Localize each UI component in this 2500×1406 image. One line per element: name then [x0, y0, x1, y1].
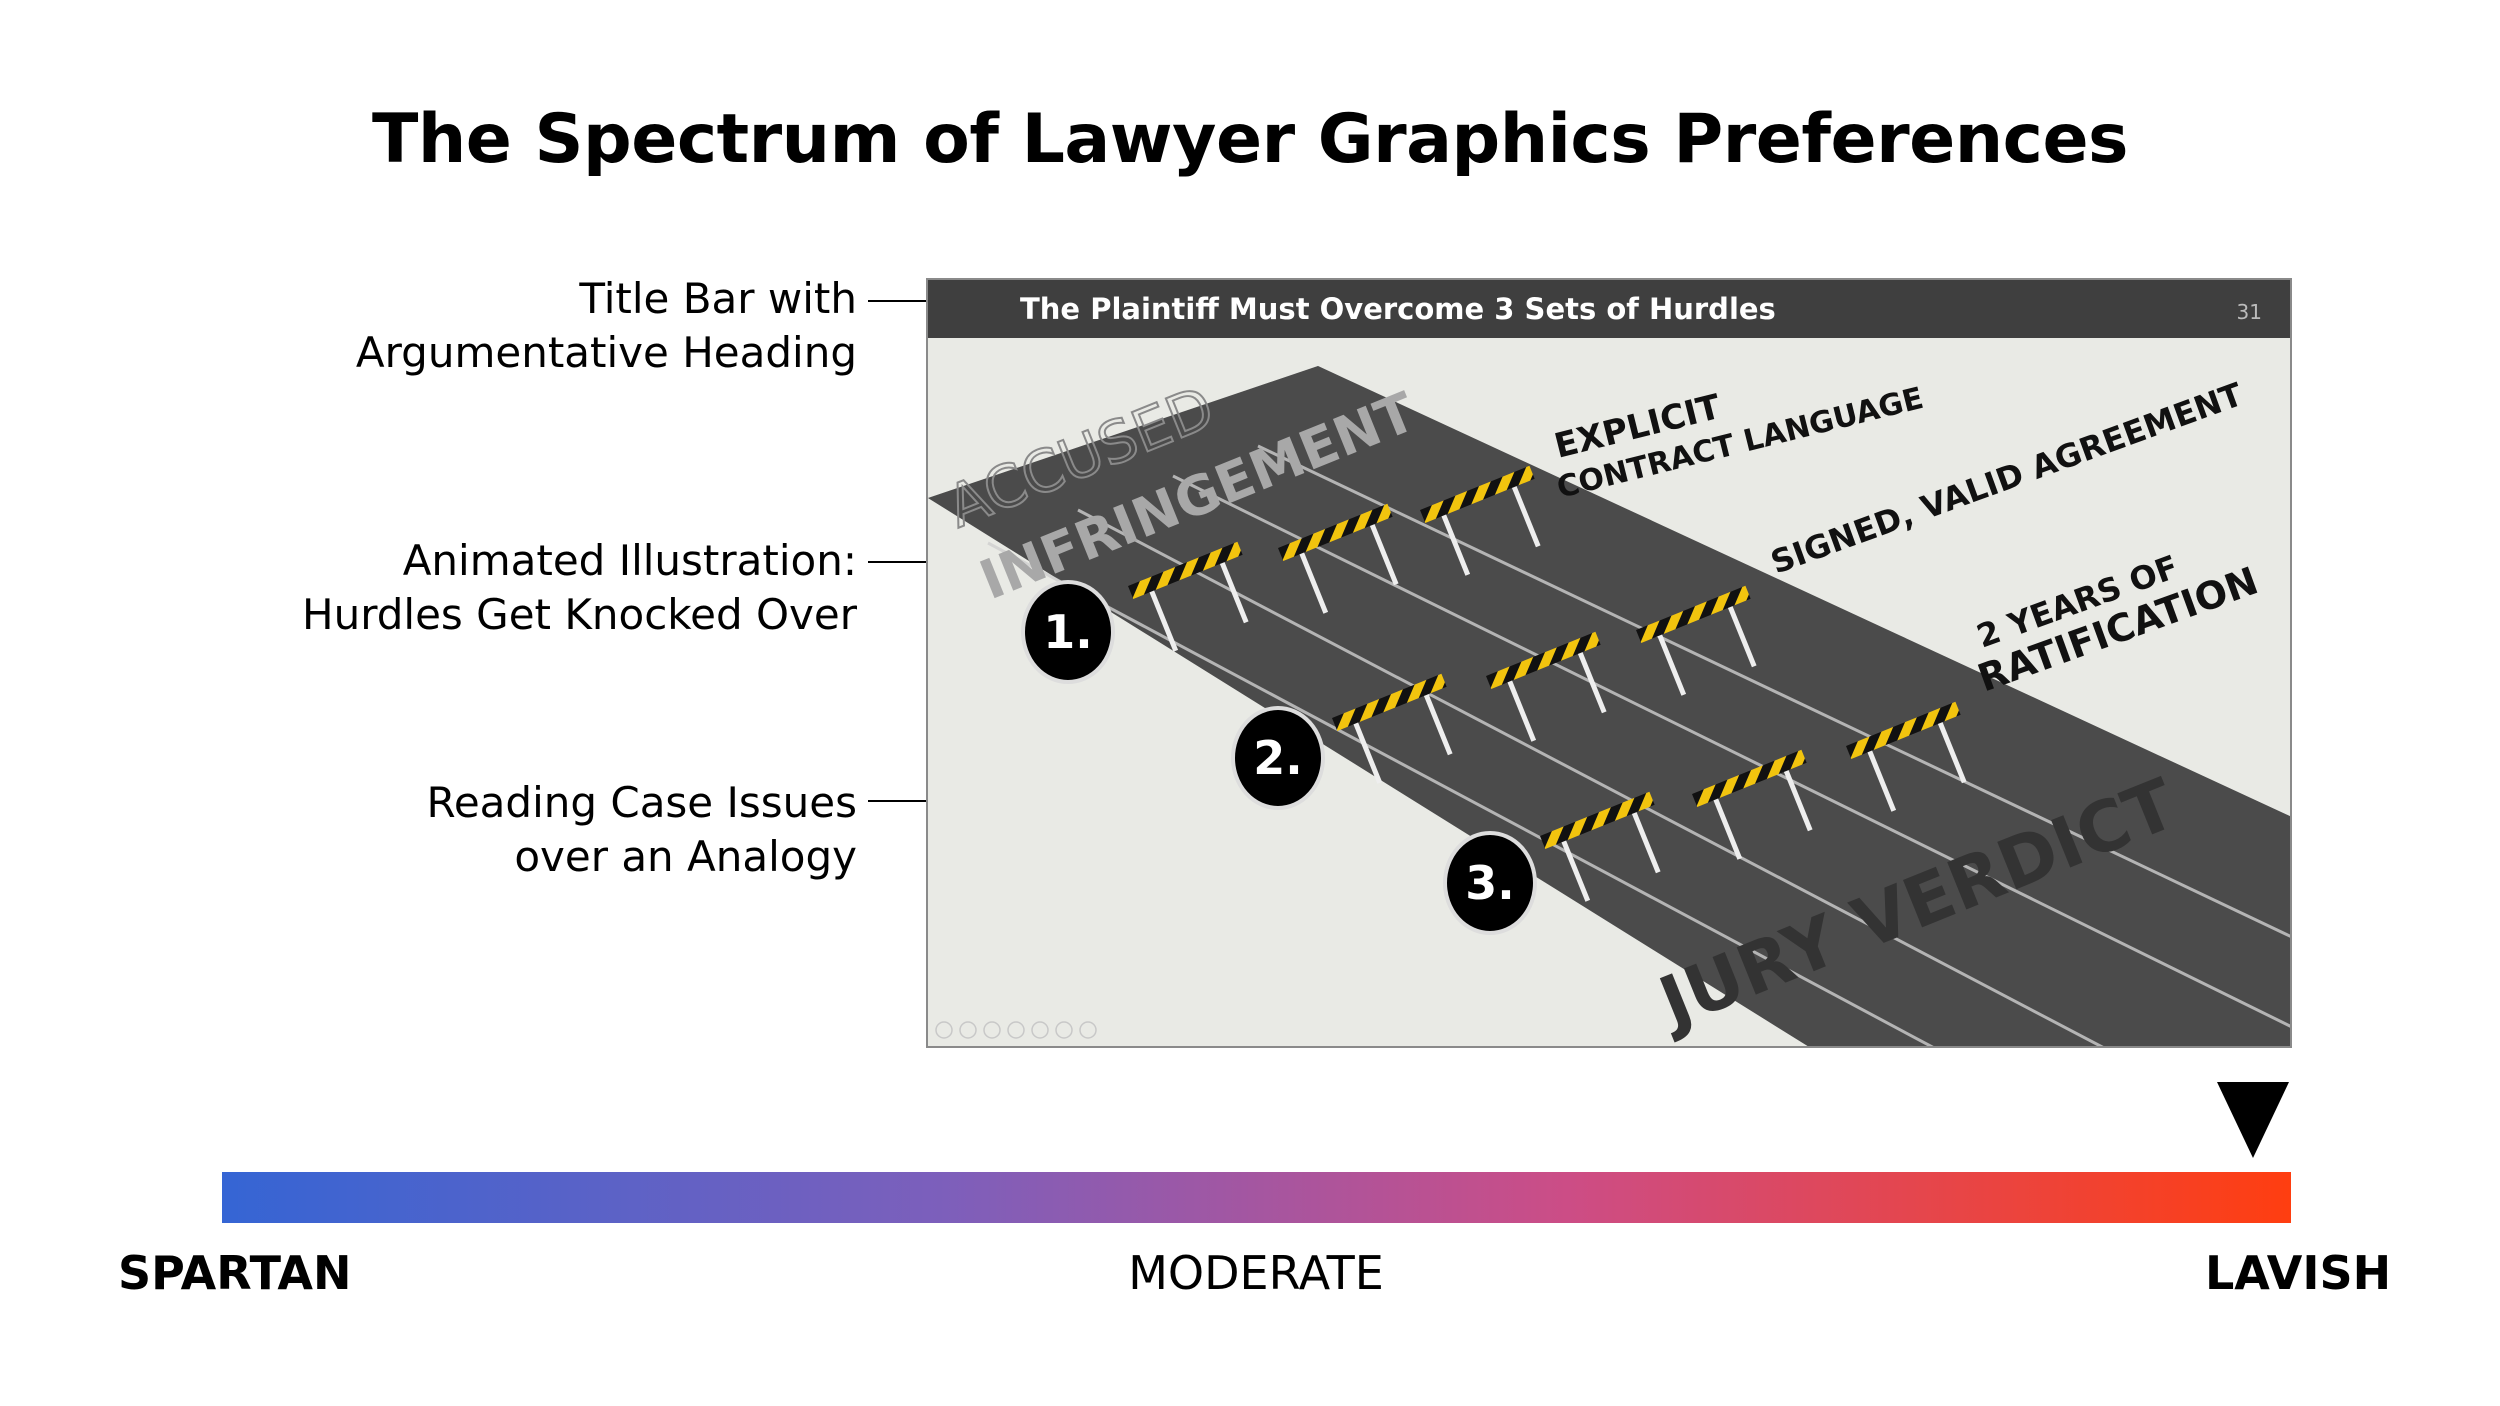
callout-reading-case-issues: Reading Case Issues over an Analogy [157, 776, 857, 884]
hurdle-illustration: ACCUSED INFRINGEMENT JURY VERDICT [928, 366, 2290, 1046]
callout-animated-illustration: Animated Illustration: Hurdles Get Knock… [157, 534, 857, 642]
scale-label-spartan: SPARTAN [118, 1246, 352, 1300]
page-title: The Spectrum of Lawyer Graphics Preferen… [371, 100, 2129, 179]
callout-reading-case-issues-line1: Reading Case Issues [426, 778, 857, 827]
callout-title-bar-line1: Title Bar with [579, 274, 857, 323]
lane-1-hurdles [1128, 465, 1541, 652]
lane-3-number: 3. [1465, 856, 1514, 910]
lane-lines [987, 444, 2290, 1046]
callout-title-bar-line2: Argumentative Heading [355, 328, 857, 377]
lane-1-badge: 1. [1021, 580, 1115, 684]
race-track [928, 366, 2290, 1046]
slide-page-number: 31 [2236, 300, 2262, 324]
lane-3-hurdles [1540, 701, 1967, 902]
callout-title-bar-leader [868, 300, 956, 302]
slide-title: The Plaintiff Must Overcome 3 Sets of Hu… [1020, 292, 1776, 326]
callout-title-bar: Title Bar with Argumentative Heading [157, 272, 857, 380]
callout-reading-case-issues-line2: over an Analogy [514, 832, 857, 881]
track-shade [928, 366, 2290, 1046]
spectrum-marker-icon [2217, 1082, 2289, 1158]
lane-2-number: 2. [1253, 731, 1302, 785]
spectrum-gradient-bar [222, 1172, 2291, 1223]
scale-label-lavish: LAVISH [2205, 1246, 2392, 1300]
callout-animated-illustration-leader [868, 561, 946, 563]
callout-animated-illustration-line1: Animated Illustration: [402, 536, 857, 585]
slide-title-bar: The Plaintiff Must Overcome 3 Sets of Hu… [928, 280, 2290, 338]
slide-thumbnail: The Plaintiff Must Overcome 3 Sets of Hu… [926, 278, 2292, 1048]
scale-label-moderate: MODERATE [1128, 1246, 1384, 1300]
slide-playback-controls [935, 1021, 1097, 1039]
lane-1-number: 1. [1043, 605, 1092, 659]
lane-2-hurdles [1332, 585, 1757, 784]
lane-2-badge: 2. [1231, 706, 1325, 810]
lane-3-badge: 3. [1443, 831, 1537, 935]
callout-animated-illustration-line2: Hurdles Get Knocked Over [302, 590, 857, 639]
